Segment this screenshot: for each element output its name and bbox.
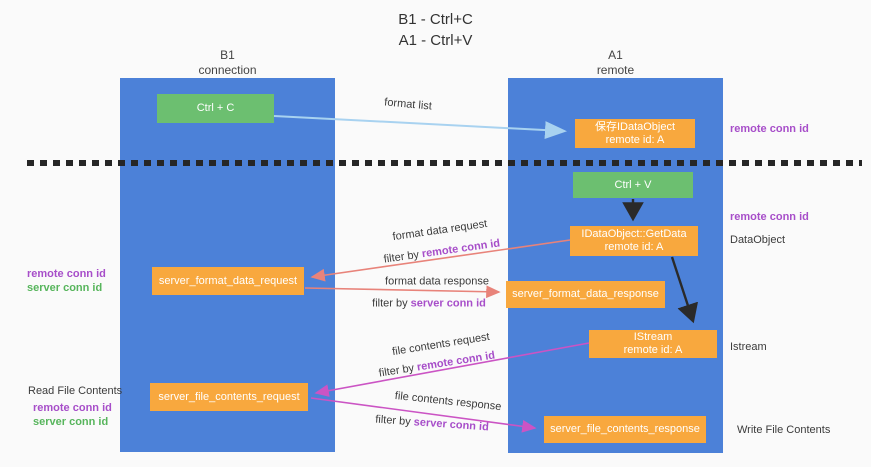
read-file-contents-annotation: Read File Contents [28,385,123,397]
idataobject-getdata-line1: IDataObject::GetData [581,228,687,240]
diagram-title: B1 - Ctrl+C A1 - Ctrl+V [0,9,871,51]
file-contents-response-label: file contents response [394,389,502,414]
filter-by-text: filter by [374,413,415,429]
server-conn-id-text: server conn id [413,416,490,434]
session-divider-dashed-line [27,160,862,166]
remote-conn-id-annotation-mid-left: remote conn id [27,268,106,280]
remote-conn-id-annotation-top-right: remote conn id [730,123,809,135]
title-line-2: A1 - Ctrl+V [398,32,473,49]
format-data-response-filter-label: filter by server conn id [372,298,486,311]
format-data-response-label: format data response [385,275,489,288]
save-idataobject-box: 保存IDataObject remote id: A [575,119,695,148]
idataobject-getdata-box: IDataObject::GetData remote id: A [570,226,698,256]
save-idataobject-line2: remote id: A [605,133,665,146]
server-conn-id-text: server conn id [410,297,486,310]
istream-line2: remote id: A [623,344,683,356]
istream-annotation: Istream [730,341,767,353]
write-file-contents-annotation: Write File Contents [737,424,831,436]
server-format-data-response-label: server_format_data_response [512,288,659,300]
server-file-contents-response-box: server_file_contents_response [544,416,706,443]
server-file-contents-request-box: server_file_contents_request [150,383,308,411]
format-list-label: format list [383,96,433,113]
filter-by-text: filter by [378,361,418,380]
filter-by-text: filter by [372,297,411,310]
column-header-b1-role: connection [198,63,257,77]
server-conn-id-annotation-bottom-left: server conn id [33,416,109,428]
column-header-b1-name: B1 [220,48,235,62]
ctrl-v-box: Ctrl + V [573,172,693,198]
server-format-data-request-box: server_format_data_request [152,267,304,295]
column-header-a1-role: remote [596,63,635,77]
idataobject-getdata-line2: remote id: A [604,241,664,253]
file-contents-response-filter-label: filter by server conn id [375,414,489,435]
ctrl-c-label: Ctrl + C [196,102,235,114]
server-conn-id-annotation-mid-left: server conn id [27,282,103,294]
server-file-contents-response-label: server_file_contents_response [550,423,700,435]
title-line-1: B1 - Ctrl+C [398,11,473,28]
server-format-data-response-box: server_format_data_response [506,281,665,308]
remote-conn-id-annotation-mid-right: remote conn id [730,211,809,223]
dataobject-annotation: DataObject [730,234,786,246]
server-file-contents-request-label: server_file_contents_request [158,390,300,403]
ctrl-c-box: Ctrl + C [157,94,274,123]
column-header-a1-name: A1 [608,48,623,62]
column-header-b1: B1 connection [120,48,335,78]
save-idataobject-line1: 保存IDataObject [594,120,676,133]
filter-by-text: filter by [382,248,423,266]
server-format-data-request-label: server_format_data_request [158,274,298,287]
column-header-a1: A1 remote [508,48,723,78]
remote-conn-id-annotation-bottom-left: remote conn id [33,402,112,414]
istream-box: IStream remote id: A [589,330,717,358]
remote-conn-id-text: remote conn id [421,237,501,261]
ctrl-v-label: Ctrl + V [614,178,652,191]
istream-line1: IStream [633,331,673,343]
